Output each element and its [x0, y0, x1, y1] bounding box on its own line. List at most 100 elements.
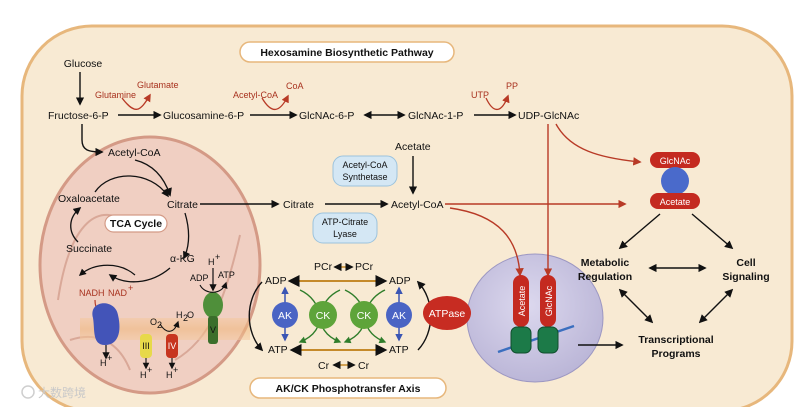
arrow-metabolic-transcriptional [618, 288, 654, 324]
ck-right-enzyme [350, 301, 378, 329]
pcr-left-label: PCr [314, 261, 333, 273]
glcnac-1p-label: GlcNAc-1-P [408, 110, 463, 122]
left-cycle-arc [248, 281, 264, 352]
cyto-acetylcoa-label: Acetyl-CoA [391, 199, 444, 211]
diagram-title: Hexosamine Biosynthetic Pathway [260, 47, 433, 59]
nadh-arc [78, 264, 136, 276]
adp-atp-arc [199, 281, 228, 293]
watermark-text: 大数跨境 [38, 385, 86, 400]
cr-left-label: Cr [318, 360, 330, 372]
arrow-signaling-transcriptional [698, 288, 734, 324]
outcome-glcnac-label: GlcNAc [660, 156, 691, 166]
atp-left-label: ATP [268, 344, 288, 356]
atp-right-label: ATP [389, 344, 409, 356]
bottom-title: AK/CK Phosphotransfer Axis [276, 383, 421, 395]
atpase-label: ATPase [429, 308, 466, 320]
acl-line1: ATP-Citrate [322, 217, 368, 227]
title-pill [239, 41, 455, 63]
mito-citrate-label: Citrate [167, 199, 198, 211]
hplus-label-1: H [100, 358, 107, 368]
arrow-outcome-metabolic [618, 213, 661, 250]
adp-right-label: ADP [389, 275, 411, 287]
glutamine-curve [121, 93, 151, 110]
acs-line2: Synthetase [342, 172, 387, 182]
acl-enzyme-pill [312, 212, 378, 244]
o2-label: O [150, 317, 157, 327]
ak-right-label: AK [392, 310, 406, 322]
hplus-sup-4: + [173, 365, 178, 375]
tca-cycle-label: TCA Cycle [110, 218, 162, 230]
hplus-label-top: H [208, 257, 215, 267]
cell-line1: Cell [736, 257, 755, 269]
acl-line2: Lyase [333, 229, 357, 239]
h2o-sub: 2 [183, 313, 188, 323]
atpase-enzyme [423, 296, 471, 330]
outcome-glcnac-pill [650, 152, 700, 168]
mito-adp-label: ADP [190, 273, 209, 283]
cyto-acetate-label: Acetate [395, 141, 431, 153]
acs-enzyme-pill [332, 155, 398, 187]
glutamine-label: Glutamine [95, 90, 136, 100]
hplus-label-4: H [166, 370, 173, 380]
red-udp-to-outcome [555, 123, 642, 166]
succinate-label: Succinate [66, 243, 112, 255]
glucosamine-6p-label: Glucosamine-6-P [163, 110, 244, 122]
nadh-label: NADH [79, 288, 105, 298]
mito-acetylcoa-label: Acetyl-CoA [108, 147, 161, 159]
ak-left-label: AK [278, 310, 292, 322]
ck-left-enzyme [309, 301, 337, 329]
bottom-title-pill [249, 377, 447, 399]
tca-arc-top [94, 175, 169, 198]
acs-line1: Acetyl-CoA [342, 160, 387, 170]
cr-right-label: Cr [358, 360, 370, 372]
complex-4 [166, 334, 178, 358]
outcome-acetate-pill [650, 193, 700, 209]
fructose-6p-label: Fructose-6-P [48, 110, 109, 122]
arrow-outcome-signaling [691, 213, 734, 250]
glutamate-label: Glutamate [137, 80, 179, 90]
oxaloacetate-label: Oxaloacetate [58, 193, 120, 205]
glucose-label: Glucose [64, 58, 103, 70]
utp-label: UTP [471, 90, 489, 100]
glcnac-6p-label: GlcNAc-6-P [299, 110, 354, 122]
tca-arc-left [70, 207, 82, 243]
atp-synthase-head [203, 292, 223, 318]
utp-curve [485, 94, 510, 111]
complex-4-label: IV [168, 341, 177, 351]
transcriptional-line2: Programs [651, 348, 700, 360]
outcome-acetate-label: Acetate [660, 197, 691, 207]
coa-label: CoA [286, 81, 304, 91]
o2-to-h2o-arc [159, 320, 180, 332]
akg-label: α-KG [170, 253, 195, 265]
watermark-logo [21, 385, 35, 399]
complex-1 [92, 303, 120, 345]
pcr-right-label: PCr [355, 261, 374, 273]
complex-5-label: V [210, 325, 216, 335]
ck-right-label: CK [357, 310, 372, 322]
pp-label: PP [506, 81, 518, 91]
ak-left-enzyme [272, 302, 298, 328]
cell-line2: Signaling [722, 271, 769, 283]
tca-pill [104, 214, 168, 233]
metabolic-line2: Regulation [578, 271, 632, 283]
inner-membrane-band [80, 318, 250, 340]
h2o-h: H [176, 310, 183, 320]
nucleus-glcnac-label: GlcNAc [544, 285, 554, 316]
udp-glcnac-label: UDP-GlcNAc [518, 110, 579, 122]
h2o-o: O [187, 310, 194, 320]
ak-right-enzyme [386, 302, 412, 328]
hplus-sup-top: + [215, 252, 220, 262]
cyto-citrate-label: Citrate [283, 199, 314, 211]
nucleosome-2 [537, 326, 559, 354]
red-acetylcoa-to-nucleus [449, 207, 524, 277]
nucleus-glcnac-tag [540, 275, 556, 327]
nucleosome-1 [510, 326, 532, 354]
outcome-target-protein [661, 167, 689, 195]
arrow-f6p-mito-acetylcoa [81, 124, 104, 157]
hplus-sup-1: + [107, 353, 112, 363]
acetylcoa-curve [261, 94, 289, 111]
tca-arc-right [183, 212, 191, 260]
ck-left-label: CK [316, 310, 331, 322]
